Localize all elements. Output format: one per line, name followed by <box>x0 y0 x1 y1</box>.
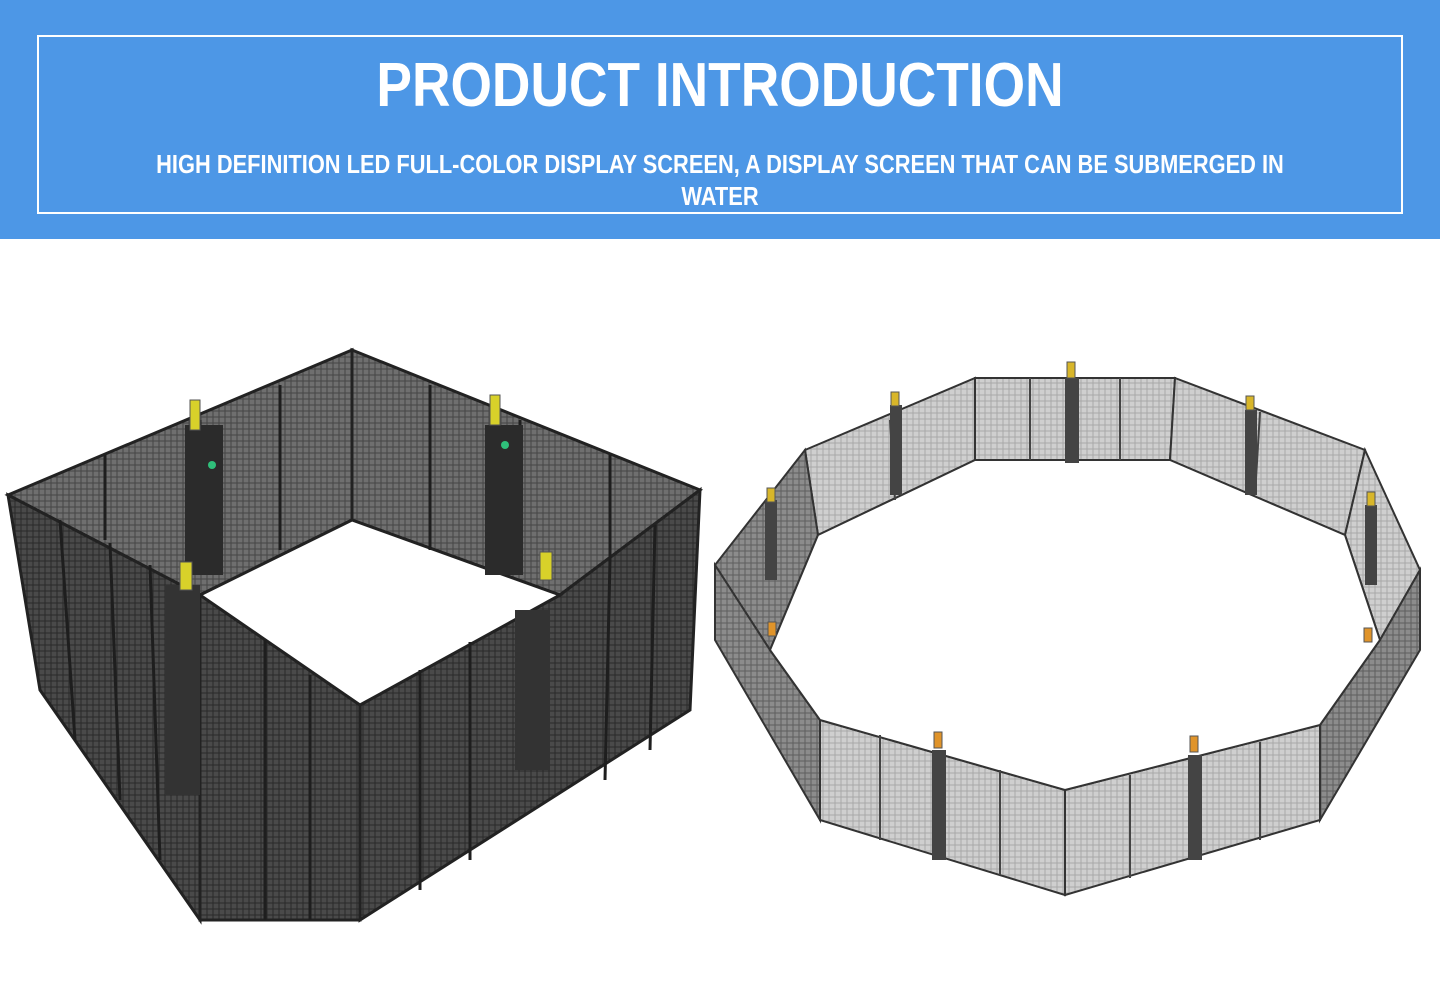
square-led-enclosure-image <box>0 330 720 930</box>
decagon-mesh-enclosure-icon <box>713 361 1422 897</box>
decagon-led-enclosure-image <box>700 350 1440 910</box>
page-subtitle: HIGH DEFINITION LED FULL-COLOR DISPLAY S… <box>156 149 1284 211</box>
header-banner: PRODUCT INTRODUCTION HIGH DEFINITION LED… <box>0 0 1440 239</box>
square-mesh-enclosure-icon <box>4 347 704 925</box>
banner-frame <box>37 35 1403 214</box>
page-title: PRODUCT INTRODUCTION <box>376 51 1064 120</box>
